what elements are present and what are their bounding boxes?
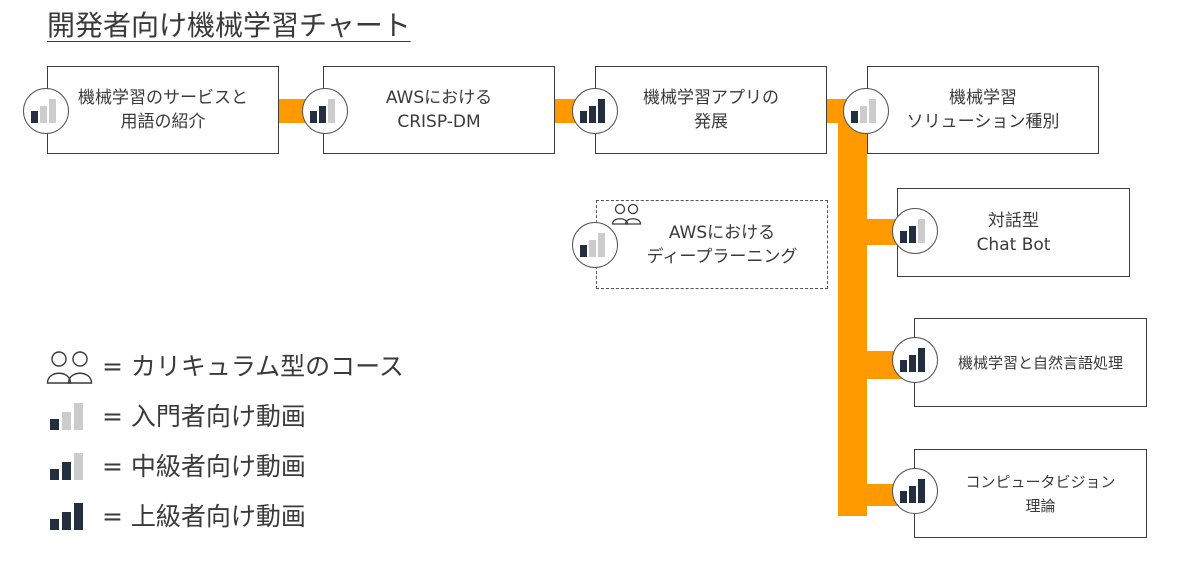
level-bar	[40, 106, 47, 123]
people-icon	[46, 349, 96, 384]
level-bar	[851, 111, 858, 123]
level-bar	[50, 519, 59, 530]
intermediate-level-icon	[892, 208, 938, 254]
course-node-ml-services-terms[interactable]: 機械学習のサービスと用語の紹介	[47, 66, 279, 154]
legend-item-advanced: = 上級者向け動画	[46, 497, 306, 533]
level-bar	[62, 512, 71, 530]
advanced-level-icon	[892, 337, 938, 383]
node-label-line1: 機械学習アプリの	[643, 88, 779, 108]
legend-item-beginner: = 入門者向け動画	[46, 397, 306, 433]
level-bar	[869, 99, 876, 123]
level-bar	[74, 403, 83, 430]
level-bar	[909, 226, 916, 243]
node-label-line2: Chat Bot	[976, 234, 1051, 255]
node-label-line2: CRISP-DM	[397, 112, 481, 132]
course-node-deep-learning[interactable]: AWSにおけるディープラーニング	[596, 200, 828, 289]
beginner-level-icon	[572, 222, 618, 268]
level-bar	[50, 419, 59, 430]
node-label-line1: 対話型	[988, 210, 1039, 231]
level-bar	[580, 245, 587, 257]
legend-text: = カリキュラム型のコース	[102, 352, 404, 381]
intermediate-level-icon	[46, 449, 96, 481]
legend-text: = 上級者向け動画	[102, 502, 306, 531]
level-bar	[62, 462, 71, 480]
legend-item-curriculum: = カリキュラム型のコース	[46, 347, 404, 384]
advanced-level-icon	[892, 468, 938, 514]
level-bar	[319, 106, 326, 123]
level-bar	[74, 503, 83, 530]
beginner-level-icon	[843, 88, 889, 134]
node-label-line1: 機械学習と自然言語処理	[957, 353, 1123, 372]
level-bar	[589, 240, 596, 257]
node-label-line1: 機械学習のサービスと	[78, 88, 248, 108]
course-node-nlp[interactable]: 機械学習と自然言語処理	[914, 318, 1147, 407]
level-bar	[74, 453, 83, 480]
level-bar	[50, 469, 59, 480]
level-bar	[900, 231, 907, 243]
advanced-level-icon	[572, 88, 618, 134]
node-label-line2: ディープラーニング	[646, 246, 798, 267]
page-title: 開発者向け機械学習チャート	[47, 9, 411, 42]
intermediate-level-icon	[302, 88, 348, 134]
level-bar	[598, 99, 605, 123]
node-label-line1: AWSにおける	[668, 222, 776, 243]
level-bar	[900, 491, 907, 503]
node-label-line2: 用語の紹介	[120, 112, 206, 132]
level-bar	[49, 99, 56, 123]
level-bar	[918, 479, 925, 503]
legend-text: = 中級者向け動画	[102, 452, 306, 481]
beginner-level-icon	[23, 88, 69, 134]
course-node-crisp-dm[interactable]: AWSにおける CRISP-DM	[323, 66, 555, 154]
connector-trunk	[838, 99, 867, 516]
level-bar	[598, 233, 605, 257]
level-bar	[918, 348, 925, 372]
legend-text: = 入門者向け動画	[102, 402, 306, 431]
level-bar	[328, 99, 335, 123]
people-icon	[611, 203, 643, 227]
level-bar	[909, 486, 916, 503]
node-label-line2: 発展	[694, 112, 728, 132]
node-label-line1: 機械学習	[948, 88, 1017, 108]
level-bar	[860, 106, 867, 123]
level-bar	[31, 111, 38, 123]
level-bar	[900, 360, 907, 372]
level-bar	[310, 111, 317, 123]
level-bar	[589, 106, 596, 123]
level-bar	[580, 111, 587, 123]
node-label-line2: ソリューション種別	[906, 112, 1060, 132]
course-node-computer-vision[interactable]: コンピュータビジョン理論	[914, 449, 1147, 538]
beginner-level-icon	[46, 399, 96, 431]
advanced-level-icon	[46, 499, 96, 531]
level-bar	[909, 355, 916, 372]
connector-chatbot	[838, 219, 898, 245]
node-label-line1: AWSにおける	[385, 88, 493, 108]
node-label-line2: 理論	[1025, 496, 1056, 515]
level-bar	[918, 219, 925, 243]
legend-item-intermediate: = 中級者向け動画	[46, 447, 306, 483]
course-node-ml-app-dev[interactable]: 機械学習アプリの発展	[595, 66, 827, 154]
level-bar	[62, 412, 71, 430]
node-label-line1: コンピュータビジョン	[965, 472, 1116, 491]
course-node-ml-solution-types[interactable]: 機械学習ソリューション種別	[867, 66, 1099, 154]
